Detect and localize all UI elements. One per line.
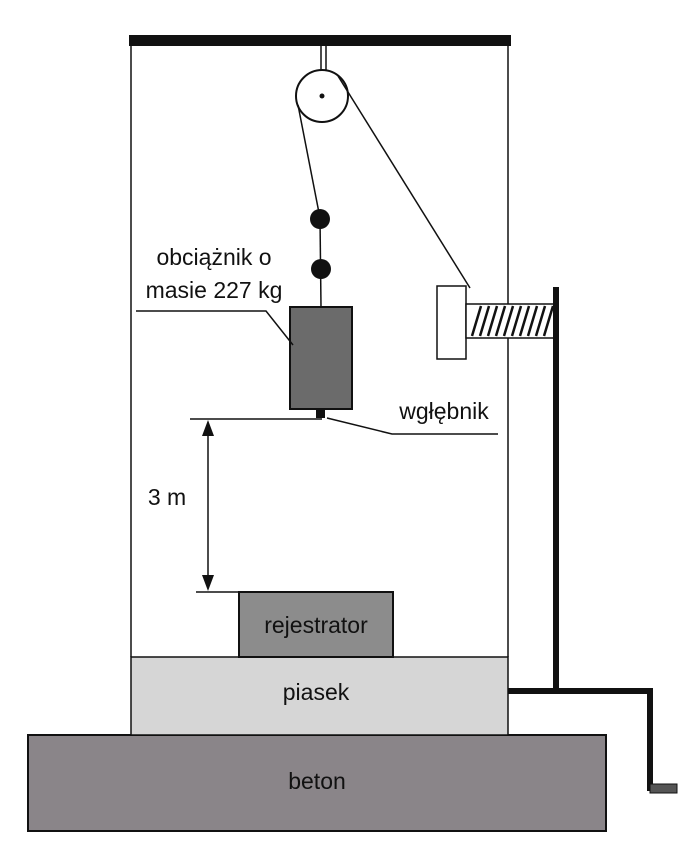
rope-to-winch xyxy=(337,75,471,289)
rope-ball-joint xyxy=(311,259,331,279)
crank-arm xyxy=(508,688,653,694)
crank-shaft xyxy=(647,688,653,791)
rope-to-weight xyxy=(297,104,321,219)
recorder-box xyxy=(238,591,394,658)
pulley-axle xyxy=(319,93,325,99)
sand-label: piasek xyxy=(283,679,350,705)
dimension-arrowhead-up xyxy=(202,420,214,436)
concrete-base xyxy=(27,734,607,832)
weight-leader-line xyxy=(136,310,294,346)
winch-screw xyxy=(465,303,557,339)
weight-label-line2: masie 227 kg xyxy=(146,277,283,303)
rope-ball-joint xyxy=(310,209,330,229)
drop-weight xyxy=(289,306,353,410)
winch-clamp xyxy=(436,285,467,360)
weight-label-line1: obciążnik o xyxy=(156,244,271,270)
recorder-label: rejestrator xyxy=(264,612,368,638)
indenter-leader-line xyxy=(326,417,498,435)
frame-top-beam xyxy=(129,35,511,46)
sand-layer xyxy=(130,656,509,736)
indenter-label: wgłębnik xyxy=(398,398,489,424)
concrete-label: beton xyxy=(288,768,346,794)
height-label: 3 m xyxy=(148,484,186,510)
dimension-arrowhead-down xyxy=(202,575,214,591)
winch-post xyxy=(553,287,559,690)
indenter xyxy=(316,409,325,418)
crank-handle[interactable] xyxy=(649,783,678,794)
